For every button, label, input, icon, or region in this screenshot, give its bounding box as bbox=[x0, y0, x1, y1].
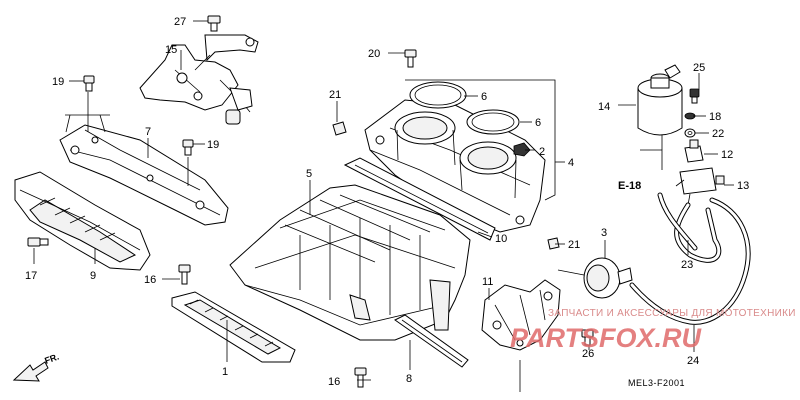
part-label-26: 26 bbox=[582, 348, 594, 360]
part-label-15: 15 bbox=[165, 44, 177, 56]
part-label-20: 20 bbox=[368, 48, 380, 60]
part-label-1: 1 bbox=[222, 366, 228, 378]
hose-24-drawing bbox=[629, 197, 751, 325]
intake-manifold-5-drawing bbox=[229, 184, 471, 341]
part-label-6b: 6 bbox=[535, 117, 541, 129]
bolt-17-drawing bbox=[27, 237, 49, 247]
part-label-4: 4 bbox=[568, 157, 574, 169]
bolt-19a-drawing bbox=[83, 75, 95, 92]
part-label-27: 27 bbox=[174, 16, 186, 28]
clip-21a-drawing bbox=[332, 121, 347, 136]
part-label-16a: 16 bbox=[144, 274, 156, 286]
valve-12-drawing bbox=[684, 139, 704, 163]
bracket-15-drawing bbox=[139, 34, 259, 125]
part-label-8: 8 bbox=[406, 373, 412, 385]
grommet-2-drawing bbox=[513, 142, 531, 157]
part-label-12: 12 bbox=[721, 149, 733, 161]
watermark-tagline: ЗАПЧАСТИ И АКСЕССУАРЫ ДЛЯ МОТОТЕХНИКИ bbox=[548, 308, 796, 319]
bolt-16b-drawing bbox=[354, 367, 367, 388]
part-label-5: 5 bbox=[306, 168, 312, 180]
part-label-22: 22 bbox=[712, 128, 724, 140]
bolt-16a-drawing bbox=[178, 264, 191, 285]
part-label-10: 10 bbox=[495, 233, 507, 245]
part-labels: 27 15 19 7 19 17 9 16 1 5 20 21 6 6 2 4 … bbox=[25, 16, 749, 388]
part-label-6a: 6 bbox=[481, 91, 487, 103]
clip-21b-drawing bbox=[547, 237, 560, 250]
nut-18-22-drawing bbox=[684, 112, 696, 138]
part-label-24: 24 bbox=[687, 355, 699, 367]
part-label-21b: 21 bbox=[568, 239, 580, 251]
part-label-9: 9 bbox=[90, 270, 96, 282]
part-label-7: 7 bbox=[145, 126, 151, 138]
part-label-14: 14 bbox=[598, 101, 610, 113]
duct-9-drawing bbox=[14, 171, 151, 271]
leader-lines bbox=[33, 20, 734, 392]
front-direction-label: FR. bbox=[43, 352, 60, 366]
bracket-11-drawing bbox=[481, 279, 561, 351]
part-label-13: 13 bbox=[737, 180, 749, 192]
part-label-18: 18 bbox=[709, 111, 721, 123]
part-label-3: 3 bbox=[601, 227, 607, 239]
diaphragm-3-drawing bbox=[557, 257, 633, 299]
part-label-23: 23 bbox=[681, 259, 693, 271]
front-direction-arrow: FR. bbox=[12, 352, 60, 382]
duct-cover-7-drawing bbox=[59, 124, 229, 226]
canister-14-drawing bbox=[637, 64, 683, 136]
plate-1-drawing bbox=[171, 291, 296, 363]
diagram-code: MEL3-F2001 bbox=[628, 378, 685, 388]
part-label-2: 2 bbox=[539, 146, 545, 158]
part-label-25: 25 bbox=[693, 62, 705, 74]
part-label-17: 17 bbox=[25, 270, 37, 282]
bolt-20-drawing bbox=[404, 49, 417, 68]
gasket-10-drawing bbox=[343, 157, 496, 241]
bolt-27-drawing bbox=[207, 15, 221, 32]
watermark: ЗАПЧАСТИ И АКСЕССУАРЫ ДЛЯ МОТОТЕХНИКИ PA… bbox=[510, 308, 796, 353]
bolt-26-drawing bbox=[581, 329, 594, 346]
hose-23-drawing bbox=[657, 192, 722, 263]
part-label-11: 11 bbox=[482, 276, 493, 288]
solenoid-13-drawing bbox=[675, 167, 725, 206]
part-label-21a: 21 bbox=[329, 89, 341, 101]
part-label-19b: 19 bbox=[207, 139, 219, 151]
part-label-19a: 19 bbox=[52, 76, 64, 88]
bolt-19b-drawing bbox=[182, 139, 194, 156]
reference-label-e18: E-18 bbox=[618, 180, 641, 192]
strip-8-drawing bbox=[394, 314, 469, 368]
watermark-logo: PARTSFOX.RU bbox=[510, 323, 703, 353]
o-rings-6-drawing bbox=[409, 81, 520, 135]
bolt-25-drawing bbox=[689, 88, 700, 104]
part-label-16b: 16 bbox=[328, 376, 340, 388]
